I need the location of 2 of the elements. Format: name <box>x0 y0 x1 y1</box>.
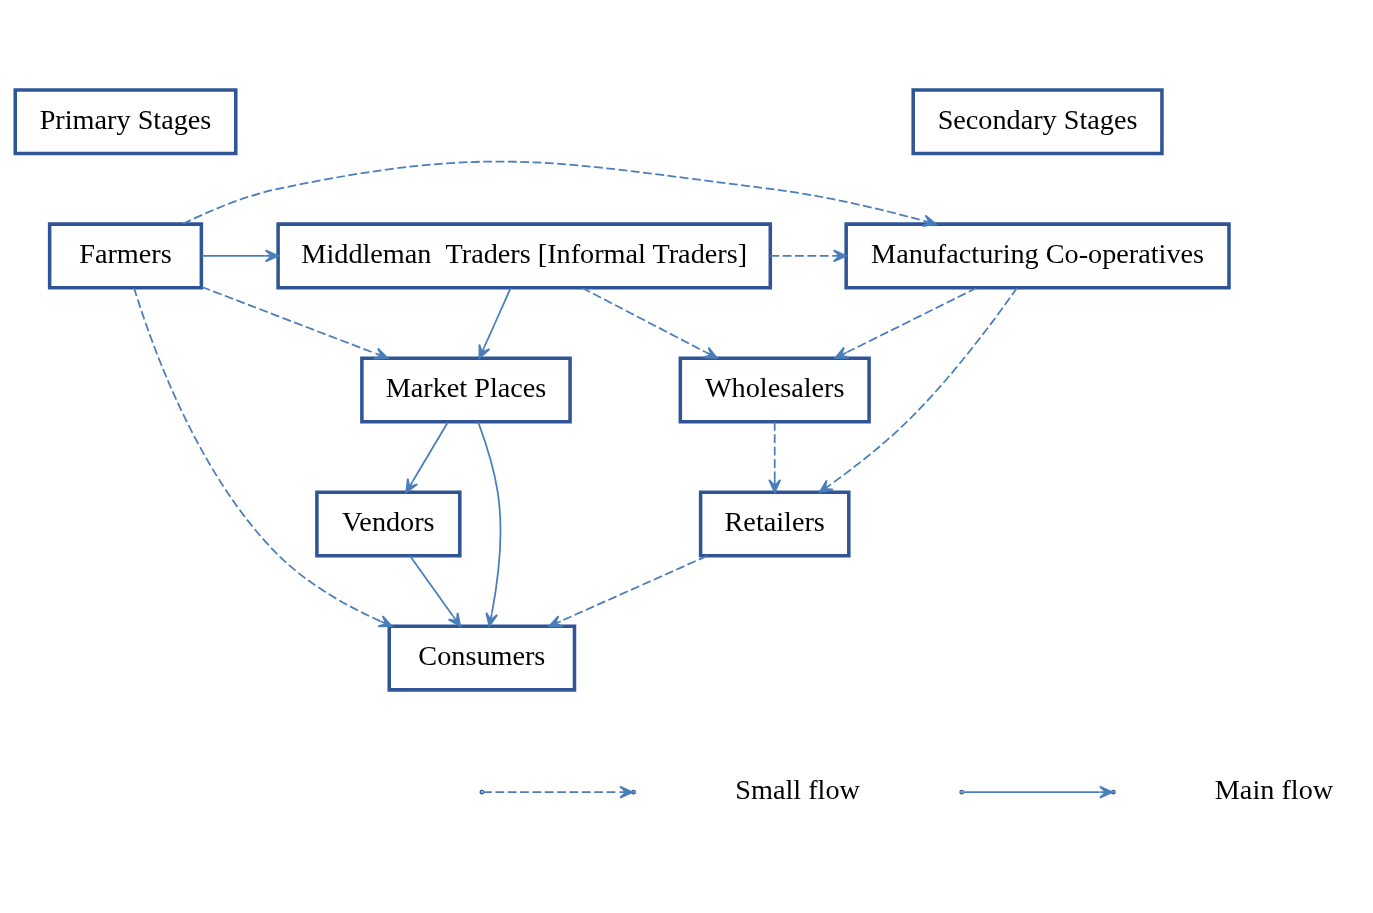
legend-label: Small flow <box>735 773 860 805</box>
legend-label: Main flow <box>1214 773 1334 805</box>
